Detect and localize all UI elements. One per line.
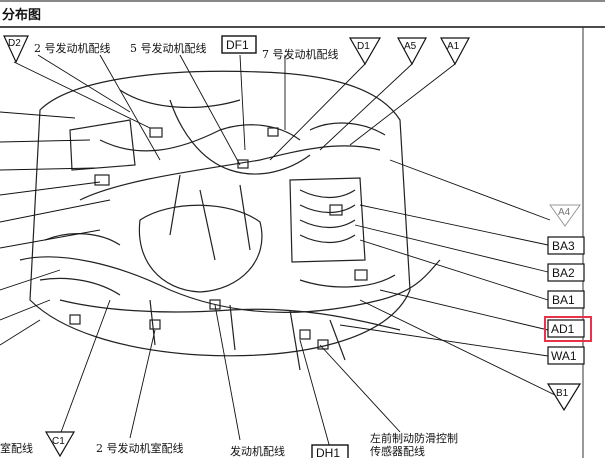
svg-text:DH1: DH1	[316, 446, 340, 458]
svg-text:A4: A4	[558, 207, 571, 218]
connector-wa1: WA1	[547, 346, 585, 365]
connector-ad1: AD1	[544, 316, 592, 342]
connector-c1: C1	[44, 431, 76, 458]
eng7-top-label: 7 号发动机配线	[262, 47, 339, 61]
engine-outline	[19, 70, 441, 371]
leader-lines	[0, 54, 556, 449]
svg-text:AD1: AD1	[551, 322, 575, 336]
abs-sensor-label-2: 传感器配线	[370, 444, 425, 458]
svg-text:A5: A5	[404, 41, 417, 52]
svg-text:C1: C1	[52, 436, 65, 447]
connector-df1: DF1	[221, 35, 257, 54]
highlight-box	[544, 316, 592, 342]
svg-text:D1: D1	[357, 41, 370, 52]
connector-d1: D1	[348, 37, 382, 66]
connector-ba3: BA3	[547, 236, 585, 255]
connector-b1: B1	[546, 383, 582, 412]
svg-text:WA1: WA1	[551, 349, 577, 363]
connector-a5: A5	[396, 37, 428, 66]
svg-text:B1: B1	[556, 388, 569, 399]
svg-text:BA3: BA3	[552, 239, 575, 253]
connector-dh1: DH1	[311, 444, 349, 458]
eng2-top-label: 2 号发动机配线	[34, 41, 111, 55]
abs-sensor-label-1: 左前制动防滑控制	[370, 431, 458, 445]
eng-room2-bottom-label: 2 号发动机室配线	[96, 441, 184, 455]
connector-a1: A1	[439, 37, 471, 66]
connector-ba1: BA1	[547, 290, 585, 309]
eng-bottom-label: 发动机配线	[230, 444, 285, 458]
eng5-top-label: 5 号发动机配线	[130, 41, 207, 55]
room-bottom-left-label: 室配线	[0, 441, 33, 455]
svg-text:A1: A1	[447, 41, 460, 52]
connector-d2: D2	[3, 35, 29, 64]
svg-text:D2: D2	[8, 38, 21, 49]
page-title: 分布图	[2, 7, 41, 23]
connector-ba2: BA2	[547, 263, 585, 282]
svg-text:BA1: BA1	[552, 293, 575, 307]
svg-text:BA2: BA2	[552, 266, 575, 280]
connector-a4: A4	[549, 204, 581, 227]
svg-text:DF1: DF1	[226, 38, 249, 52]
